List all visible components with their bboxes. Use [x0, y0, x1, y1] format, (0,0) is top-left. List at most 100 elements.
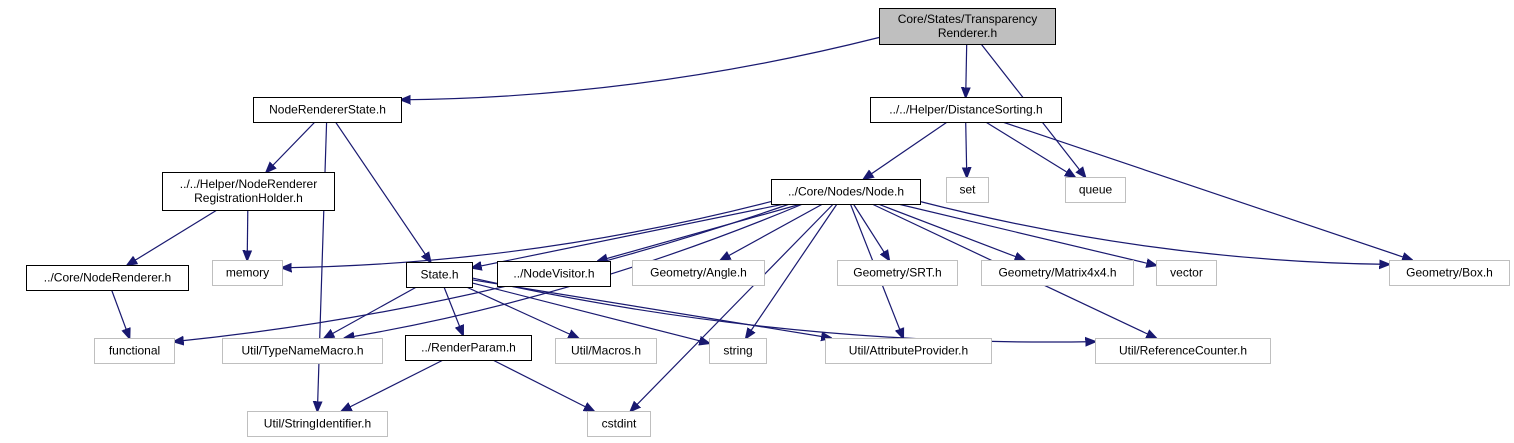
edge-nrstate-to-state	[335, 121, 431, 262]
edge-distsort-to-set	[966, 121, 967, 177]
node-box-angle	[632, 260, 765, 286]
node-label-nodevisitor-0: ../NodeVisitor.h	[513, 267, 594, 281]
node-box-refcounter	[1095, 338, 1271, 364]
edge-distsort-to-box	[1002, 121, 1412, 260]
node-label-corenr-0: ../Core/NodeRenderer.h	[44, 271, 171, 285]
node-box-transparency	[879, 8, 1056, 45]
node-label-attrprov-0: Util/AttributeProvider.h	[849, 344, 968, 358]
node-box-cstdint	[587, 411, 651, 437]
node-label-distsort-0: ../../Helper/DistanceSorting.h	[889, 103, 1042, 117]
edge-transparency-to-nrstate	[401, 36, 880, 100]
edge-node-to-vector	[897, 203, 1156, 265]
edge-node-to-memory	[282, 201, 772, 268]
edge-distsort-to-queue	[985, 121, 1075, 177]
edge-renderparam-to-stringid	[342, 359, 444, 411]
node-box-functional	[94, 338, 175, 364]
node-srt: Geometry/SRT.h	[837, 260, 958, 286]
node-state[interactable]: State.h	[406, 262, 473, 288]
edge-node-to-angle	[721, 203, 823, 260]
node-box-matrix	[981, 260, 1134, 286]
edge-corenr-to-functional	[111, 289, 130, 338]
node-renderparam[interactable]: ../RenderParam.h	[405, 335, 532, 361]
node-label-set-0: set	[959, 183, 976, 197]
node-box: Geometry/Box.h	[1389, 260, 1510, 286]
node-label-memory-0: memory	[226, 266, 269, 280]
node-box-vector	[1156, 260, 1217, 286]
node-label-transparency-1: Renderer.h	[938, 26, 997, 40]
node-label-string-0: string	[723, 344, 752, 358]
edge-node-to-state	[472, 203, 785, 268]
node-label-refcounter-0: Util/ReferenceCounter.h	[1119, 344, 1247, 358]
node-angle: Geometry/Angle.h	[632, 260, 765, 286]
edge-state-to-macros	[466, 286, 578, 338]
node-box-stringid	[247, 411, 388, 437]
node-box-attrprov	[825, 338, 992, 364]
node-box-memory	[212, 260, 283, 286]
node-box-regholder	[162, 172, 335, 211]
node-refcounter: Util/ReferenceCounter.h	[1095, 338, 1271, 364]
edge-state-to-attrprov	[471, 279, 831, 338]
node-label-matrix-0: Geometry/Matrix4x4.h	[998, 266, 1116, 280]
edge-transparency-to-distsort	[966, 43, 967, 97]
node-label-regholder-1: RegistrationHolder.h	[194, 191, 303, 205]
node-label-stringid-0: Util/StringIdentifier.h	[264, 417, 371, 431]
node-label-typename-0: Util/TypeNameMacro.h	[241, 344, 363, 358]
node-regholder[interactable]: ../../Helper/NodeRendererRegistrationHol…	[162, 172, 335, 211]
node-typename: Util/TypeNameMacro.h	[222, 338, 383, 364]
node-node[interactable]: ../Core/Nodes/Node.h	[771, 179, 921, 205]
node-box-distsort	[870, 97, 1062, 123]
edge-state-to-refcounter	[471, 277, 1095, 342]
node-macros: Util/Macros.h	[555, 338, 657, 364]
node-label-queue-0: queue	[1079, 183, 1113, 197]
node-box-node	[771, 179, 921, 205]
node-label-cstdint-0: cstdint	[602, 417, 637, 431]
edge-node-to-matrix	[877, 203, 1024, 260]
node-label-nrstate-0: NodeRendererState.h	[269, 103, 386, 117]
edge-node-to-cstdint	[631, 203, 834, 411]
node-label-vector-0: vector	[1170, 266, 1203, 280]
node-box-corenr	[26, 265, 189, 291]
edge-state-to-renderparam	[443, 286, 463, 335]
node-layer: Core/States/TransparencyRenderer.hNodeRe…	[26, 8, 1510, 437]
edge-state-to-typename	[325, 286, 417, 338]
node-label-transparency-0: Core/States/Transparency	[898, 12, 1038, 26]
node-label-box-0: Geometry/Box.h	[1406, 266, 1493, 280]
node-box-string	[709, 338, 767, 364]
node-label-srt-0: Geometry/SRT.h	[853, 266, 941, 280]
node-box-macros	[555, 338, 657, 364]
node-box-srt	[837, 260, 958, 286]
edge-nrstate-to-regholder	[266, 121, 316, 172]
node-nrstate[interactable]: NodeRendererState.h	[253, 97, 402, 123]
node-distsort[interactable]: ../../Helper/DistanceSorting.h	[870, 97, 1062, 123]
node-label-functional-0: functional	[109, 344, 160, 358]
node-set: set	[946, 177, 989, 203]
node-label-regholder-0: ../../Helper/NodeRenderer	[180, 177, 317, 191]
node-box-typename	[222, 338, 383, 364]
node-string: string	[709, 338, 767, 364]
edge-node-to-string	[746, 203, 838, 338]
node-box-queue	[1065, 177, 1126, 203]
node-box-box	[1389, 260, 1510, 286]
edge-node-to-functional	[174, 203, 790, 342]
edge-renderparam-to-cstdint	[492, 359, 594, 411]
node-corenr[interactable]: ../Core/NodeRenderer.h	[26, 265, 189, 291]
edge-node-to-box	[919, 200, 1389, 265]
edge-node-to-nodevisitor	[598, 203, 802, 261]
node-label-renderparam-0: ../RenderParam.h	[421, 341, 516, 355]
edge-distsort-to-node	[864, 121, 948, 179]
node-memory: memory	[212, 260, 283, 286]
node-cstdint: cstdint	[587, 411, 651, 437]
node-nodevisitor[interactable]: ../NodeVisitor.h	[497, 261, 611, 287]
node-box-nrstate	[253, 97, 402, 123]
node-functional: functional	[94, 338, 175, 364]
node-label-state-0: State.h	[420, 268, 458, 282]
node-box-nodevisitor	[497, 261, 611, 287]
node-attrprov: Util/AttributeProvider.h	[825, 338, 992, 364]
node-label-macros-0: Util/Macros.h	[571, 344, 641, 358]
node-vector: vector	[1156, 260, 1217, 286]
edge-regholder-to-corenr	[127, 209, 218, 265]
node-label-angle-0: Geometry/Angle.h	[650, 266, 747, 280]
node-label-node-0: ../Core/Nodes/Node.h	[788, 185, 904, 199]
